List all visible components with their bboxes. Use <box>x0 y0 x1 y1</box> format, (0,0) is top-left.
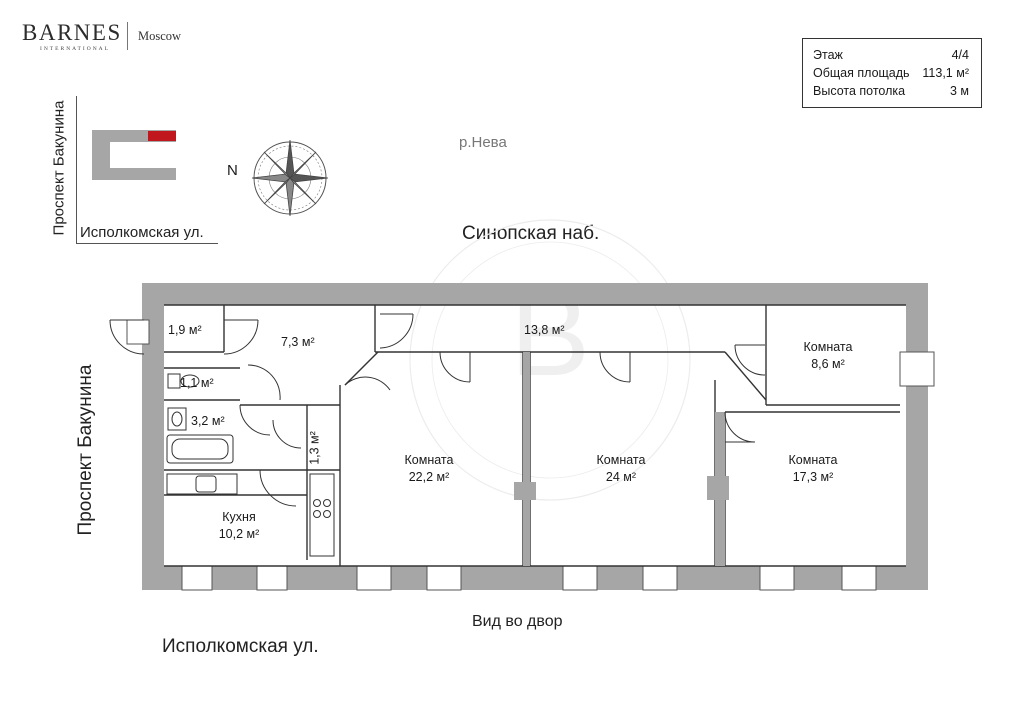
compass-north-label: N <box>227 162 238 179</box>
site-map-divider <box>76 96 77 244</box>
room-area: 8,6 м² <box>811 357 845 371</box>
info-label: Высота потолка <box>813 84 906 98</box>
apartment-location-marker <box>148 131 176 141</box>
room-area: 10,2 м² <box>218 527 260 541</box>
room-4-label: Комната 8,6 м² <box>783 339 873 373</box>
room-entry-area: 1,9 м² <box>168 323 202 337</box>
room-name: Комната <box>788 453 838 467</box>
info-row-floor: Этаж 4/4 <box>813 46 971 64</box>
room-name: Комната <box>404 453 454 467</box>
site-map-divider <box>76 243 218 244</box>
room-bath-area: 3,2 м² <box>191 414 225 428</box>
street-label-bottom-small: Исполкомская ул. <box>80 224 204 241</box>
brand-subtitle: INTERNATIONAL <box>40 46 110 52</box>
room-kitchen-label: Кухня 10,2 м² <box>196 509 282 543</box>
room-hall-area: 7,3 м² <box>281 335 315 349</box>
room-wc-area: 1,1 м² <box>180 376 214 390</box>
street-label-top: Синопская наб. <box>462 223 600 244</box>
room-closet-area: 1,3 м² <box>307 431 322 465</box>
room-area: 17,3 м² <box>792 470 834 484</box>
river-label: р.Нева <box>459 134 507 151</box>
room-area: 22,2 м² <box>408 470 450 484</box>
info-value: 3 м <box>949 84 969 98</box>
compass-rose-icon <box>251 139 329 217</box>
info-value: 113,1 м² <box>922 66 969 80</box>
info-row-area: Общая площадь 113,1 м² <box>813 64 971 82</box>
brand-divider <box>127 22 128 50</box>
info-label: Этаж <box>813 48 843 62</box>
street-label-bottom-main: Исполкомская ул. <box>162 636 319 657</box>
brand-logo: BARNES <box>22 20 122 45</box>
room-3-label: Комната 17,3 м² <box>768 452 858 486</box>
room-area: 24 м² <box>605 470 637 484</box>
room-corridor-area: 13,8 м² <box>524 323 565 337</box>
room-name: Комната <box>803 340 853 354</box>
street-label-yard: Вид во двор <box>472 613 563 630</box>
info-row-ceiling: Высота потолка 3 м <box>813 82 971 100</box>
info-label: Общая площадь <box>813 66 910 80</box>
room-1-label: Комната 22,2 м² <box>384 452 474 486</box>
room-name: Кухня <box>222 510 256 524</box>
room-name: Комната <box>596 453 646 467</box>
building-plan-icon <box>92 130 176 180</box>
street-label-left-main: Проспект Бакунина <box>75 364 96 536</box>
info-box: Этаж 4/4 Общая площадь 113,1 м² Высота п… <box>802 38 982 108</box>
brand-city: Moscow <box>138 29 182 43</box>
room-2-label: Комната 24 м² <box>576 452 666 486</box>
info-value: 4/4 <box>951 48 969 62</box>
